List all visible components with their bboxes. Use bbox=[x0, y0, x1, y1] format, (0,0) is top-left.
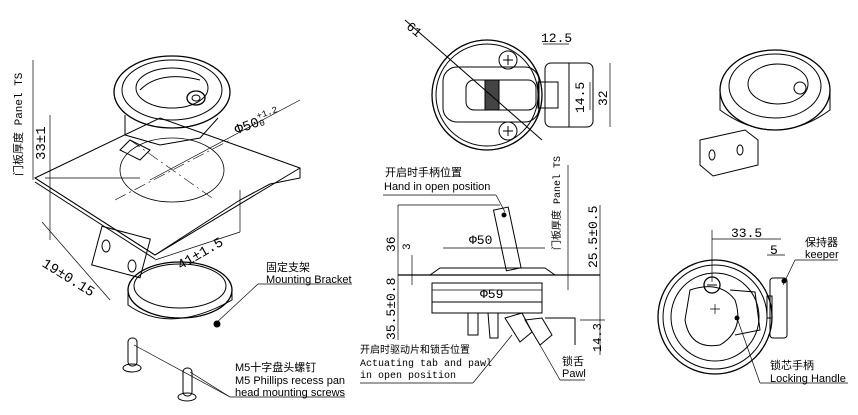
iso-right-latch bbox=[699, 49, 831, 177]
iso-dimension-lines bbox=[32, 60, 352, 398]
top-dim-keeper-width: 12.5 bbox=[541, 31, 573, 46]
actuating-label-en-2: in open position bbox=[360, 371, 457, 382]
mounting-bracket-label-en: Mounting Bracket bbox=[266, 274, 352, 286]
front-view-latch bbox=[657, 230, 848, 384]
locking-handle-label-cn: 锁芯手柄 bbox=[770, 360, 814, 372]
pawl-label-en: Pawl bbox=[562, 368, 586, 380]
screws-label-en-1: M5 Phillips recess pan bbox=[235, 375, 346, 387]
mounting-bracket-label-cn: 固定支架 bbox=[266, 262, 310, 274]
side-view-latch bbox=[360, 165, 605, 384]
front-dim-keeper-thickness: 5 bbox=[770, 243, 778, 258]
top-dim-keeper-height: 32 bbox=[596, 90, 611, 106]
side-panel-thickness-label: 门板厚度 Panel TS bbox=[553, 155, 564, 250]
iso-latch-assembly bbox=[33, 55, 301, 402]
side-dim-flange: 3 bbox=[402, 243, 414, 250]
actuating-label-cn: 开启时驱动片和锁舌位置 bbox=[360, 346, 470, 357]
keeper-label-en: keeper bbox=[805, 249, 839, 261]
screws-label-cn: M5十字盘头螺钉 bbox=[235, 362, 317, 374]
hand-open-label-en: Hand in open position bbox=[384, 181, 491, 193]
pawl-label-cn: 锁舌 bbox=[562, 356, 584, 368]
top-view-latch bbox=[404, 19, 611, 151]
locking-handle-label-en: Locking Handle bbox=[770, 373, 846, 385]
side-dim-body-diameter: Φ59 bbox=[480, 287, 504, 302]
iso-panel-thickness-label: 门板厚度 Panel TS bbox=[14, 72, 26, 176]
side-dim-handle-height: 36 bbox=[384, 236, 399, 252]
actuating-label-en-1: Actuating tab and pawl bbox=[360, 359, 493, 370]
front-dim-handle-offset: 33.5 bbox=[731, 226, 763, 241]
side-dim-pawl-height: 14.3 bbox=[591, 323, 605, 352]
side-dim-body-depth: 35.5±0.8 bbox=[384, 277, 399, 340]
hand-open-label-cn: 开启时手柄位置 bbox=[385, 167, 462, 179]
screws-label-en-2: head mounting screws bbox=[235, 387, 346, 399]
side-dim-top-diameter: Φ50 bbox=[469, 233, 493, 248]
keeper-label-cn: 保持器 bbox=[805, 237, 838, 249]
iso-dim-height: 33±1 bbox=[34, 126, 50, 160]
top-dim-pawl-width: 14.5 bbox=[573, 81, 588, 113]
side-dim-panel-range: 25.5±0.5 bbox=[586, 205, 601, 268]
